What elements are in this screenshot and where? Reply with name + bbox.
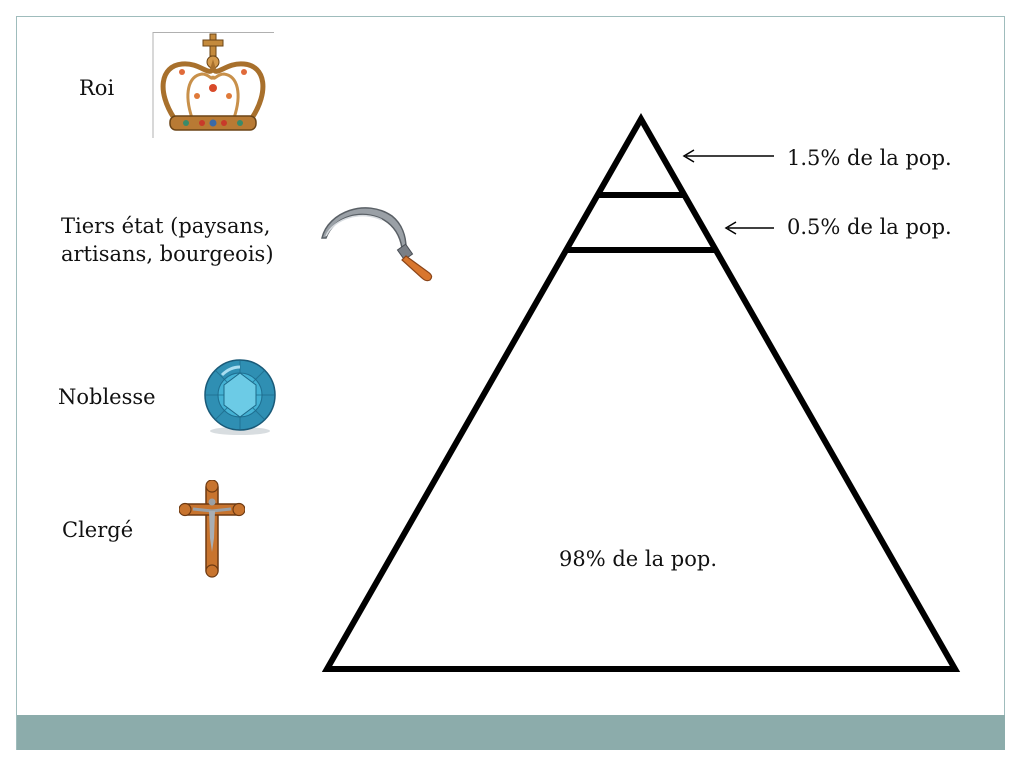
crown-icon <box>152 32 274 138</box>
label-roi: Roi <box>79 76 115 100</box>
label-clerge: Clergé <box>62 518 134 542</box>
label-tiers-etat-line1: Tiers état (paysans, <box>61 214 271 238</box>
middle-tier-note: 0.5% de la pop. <box>787 215 952 239</box>
top-tier-note: 1.5% de la pop. <box>787 146 952 170</box>
crucifix-icon <box>178 479 246 578</box>
slide-frame <box>16 16 1005 750</box>
label-tiers-etat: Tiers état (paysans, artisans, bourgeois… <box>61 212 274 268</box>
label-noblesse: Noblesse <box>58 385 156 409</box>
footer-band <box>17 715 1005 750</box>
label-tiers-etat-line2: artisans, bourgeois) <box>61 242 274 266</box>
arrow-top-tier <box>682 149 774 163</box>
sickle-icon <box>318 198 438 282</box>
arrow-middle-tier <box>724 221 774 235</box>
bottom-tier-note: 98% de la pop. <box>559 547 717 571</box>
gem-icon <box>200 357 280 437</box>
pyramid-triangle <box>321 112 961 672</box>
